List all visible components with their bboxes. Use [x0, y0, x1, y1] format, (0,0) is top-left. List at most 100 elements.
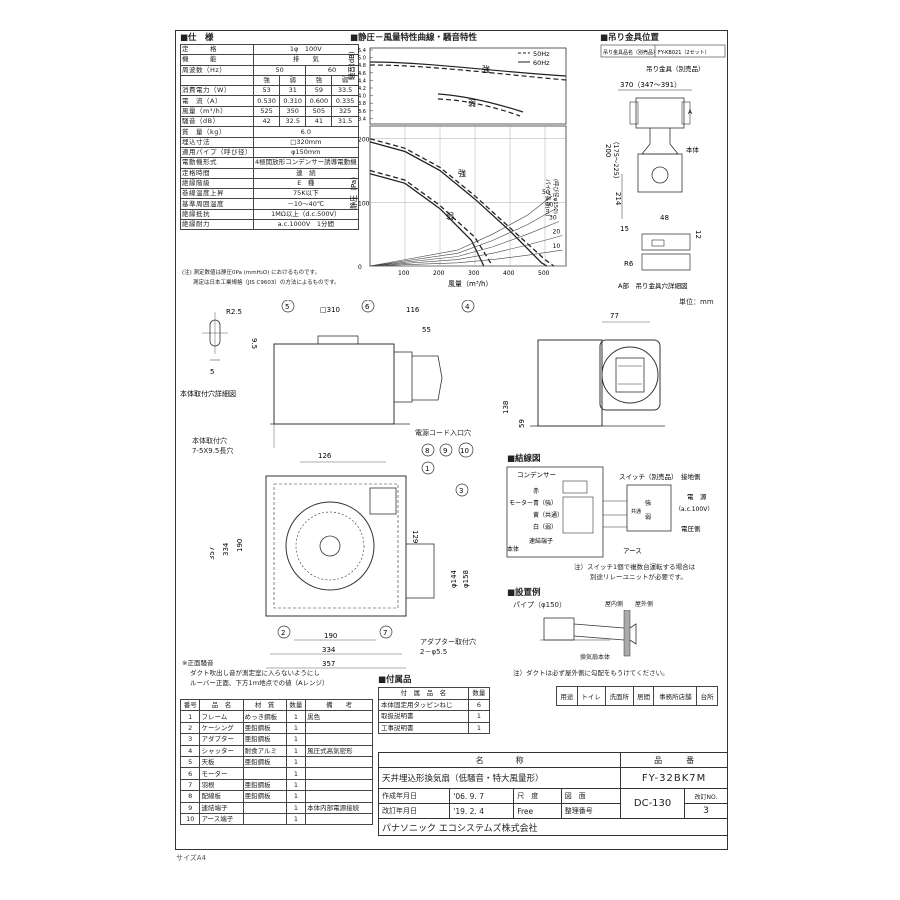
hole-dim-1: 9.5 — [250, 338, 258, 349]
spec-value: －10〜40℃ — [253, 198, 359, 210]
accessory-header-name: 付 属 品 名 — [378, 687, 469, 700]
hanger-caption: A部 吊り金具穴詳細図 — [618, 281, 687, 290]
wiring-section-title: ■結線図 — [507, 454, 541, 464]
plan-dim-190h: 190 — [324, 632, 337, 640]
figure-label: 図 面 — [560, 788, 622, 804]
noise-tick-label: 3.8 — [358, 101, 366, 107]
parts-cell: 1 — [285, 733, 307, 746]
use-cell: トイレ — [576, 686, 606, 706]
chart-section-title: ■静圧－風量特性曲線・騒音特性 — [350, 33, 478, 43]
parts-cell: 3 — [179, 733, 201, 746]
company-name: パナソニック エコシステムズ株式会社 — [378, 818, 728, 836]
spec-cell: 53 — [252, 85, 281, 97]
spec-value: 4極開放形コンデンサー誘導電動機 — [253, 157, 359, 169]
spec-value: 1φ 100V — [253, 43, 359, 56]
parts-cell — [305, 778, 373, 792]
wiring-switch-weak: 弱 — [645, 514, 651, 521]
spec-key: 巻線温度上昇 — [180, 188, 254, 200]
spec-cell: 505 — [305, 105, 333, 118]
spec-cell: 強 — [252, 74, 281, 87]
side-view-drawing: 77 236 138 59 — [490, 312, 665, 428]
accessory-qty: 1 — [467, 710, 491, 723]
wiring-diagram: コンデンサー モーター 赤 青（強） 黄（共通） 白（弱） 本体 速結端子 スイ… — [506, 466, 713, 558]
noise-weak-60 — [437, 98, 521, 117]
spec-cell: 32.5 — [279, 116, 307, 128]
parts-header-row: 番号品 名材 質数量備 考 — [179, 698, 373, 712]
unit-label: 単位：mm — [679, 298, 714, 306]
side-dim-77: 77 — [610, 312, 619, 320]
use-cell: 用途 — [556, 686, 578, 706]
parts-cell: 速結端子 — [199, 801, 244, 814]
y-axis-label: 静圧（Pa） — [349, 173, 358, 209]
parts-cell: 亜鉛鋼板 — [242, 721, 287, 735]
parts-cell — [242, 812, 287, 826]
parts-cell: アダプター — [199, 733, 244, 746]
parts-cell: 1 — [285, 755, 307, 769]
noise-note-1: ※正面騒音 — [182, 659, 214, 667]
wiring-white: 白（弱） — [533, 523, 557, 531]
pipe-curve — [369, 208, 556, 267]
parts-cell — [305, 733, 373, 746]
spec-note-2: 測定は日本工業規格（JIS C9603）の方法によるものです。 — [182, 280, 340, 286]
use-table: 用途トイレ洗面所居間事務所店舗台所 — [556, 686, 718, 706]
hanger-dim-2: 200 — [604, 144, 612, 157]
accessory-name: 工事説明書 — [378, 721, 469, 734]
spec-key: 基準周囲温度 — [180, 198, 254, 210]
spec-row: 質 量（kg）6.0 — [180, 126, 359, 138]
parts-cell: 1 — [285, 721, 307, 735]
wiring-red: 赤 — [533, 488, 539, 495]
spec-section-title: ■仕 様 — [180, 33, 214, 43]
install-pipe: パイプ（φ150） — [513, 601, 566, 609]
parts-cell: 1 — [285, 744, 307, 757]
series-line-50Hz — [369, 169, 494, 267]
product-name: 天井埋込形換気扇（低騒音・特大風量形） — [377, 767, 622, 789]
front-view-drawing: 5 □310 6 116 4 55 — [270, 300, 475, 448]
pq-weak-label: 弱 — [446, 212, 454, 221]
noise-tick-label: 5.4 — [358, 48, 366, 54]
made-date-label: 作成年月日 — [377, 788, 451, 804]
noise-tick-label: 4.0 — [358, 94, 366, 100]
use-row: 用途トイレ洗面所居間事務所店舗台所 — [556, 686, 718, 706]
drawing-sheet — [175, 30, 728, 850]
side-dim-138: 138 — [502, 401, 510, 414]
plan-mark-1: 1 — [425, 465, 429, 473]
spec-value: 6.0 — [253, 126, 359, 138]
x-tick-label: 400 — [503, 270, 515, 277]
legend-50: 50Hz — [533, 50, 550, 58]
spec-cell: 弱 — [279, 74, 307, 87]
spec-cell: 0.310 — [279, 95, 307, 107]
spec-cell: 0.600 — [305, 95, 333, 107]
parts-cell: 4 — [179, 744, 201, 757]
install-drawing — [540, 610, 637, 657]
wiring-switch-strong: 強 — [645, 499, 651, 507]
wiring-terminal: 速結端子 — [529, 537, 553, 545]
accessory-section-title: ■付属品 — [378, 675, 412, 685]
spec-row: 定格時間連 続 — [180, 167, 359, 179]
parts-header-cell: 数量 — [285, 698, 307, 712]
scale-value: Free — [513, 803, 562, 819]
spec-key: 定格時間 — [180, 167, 254, 179]
spec-value-50: 50 — [252, 64, 307, 76]
spec-key: 絶縁耐力 — [180, 219, 254, 231]
parts-cell — [305, 790, 373, 803]
parts-cell: 5 — [179, 755, 201, 769]
hole-dim-2: 5 — [210, 368, 214, 376]
legend-60: 60Hz — [533, 59, 550, 67]
reference-label: 整理番号 — [560, 803, 622, 819]
wiring-blue: 青（強） — [533, 499, 557, 507]
plan-adapter-label: アダプター取付穴 — [420, 638, 476, 646]
plan-dim-357v: 357 — [210, 547, 216, 560]
spec-key — [180, 74, 254, 87]
spec-value: 1MΩ以上（d.c.500V） — [253, 208, 359, 221]
noise-tick-label: 4.6 — [358, 71, 366, 77]
made-date: '06. 9. 7 — [449, 788, 515, 804]
parts-cell — [305, 767, 373, 780]
